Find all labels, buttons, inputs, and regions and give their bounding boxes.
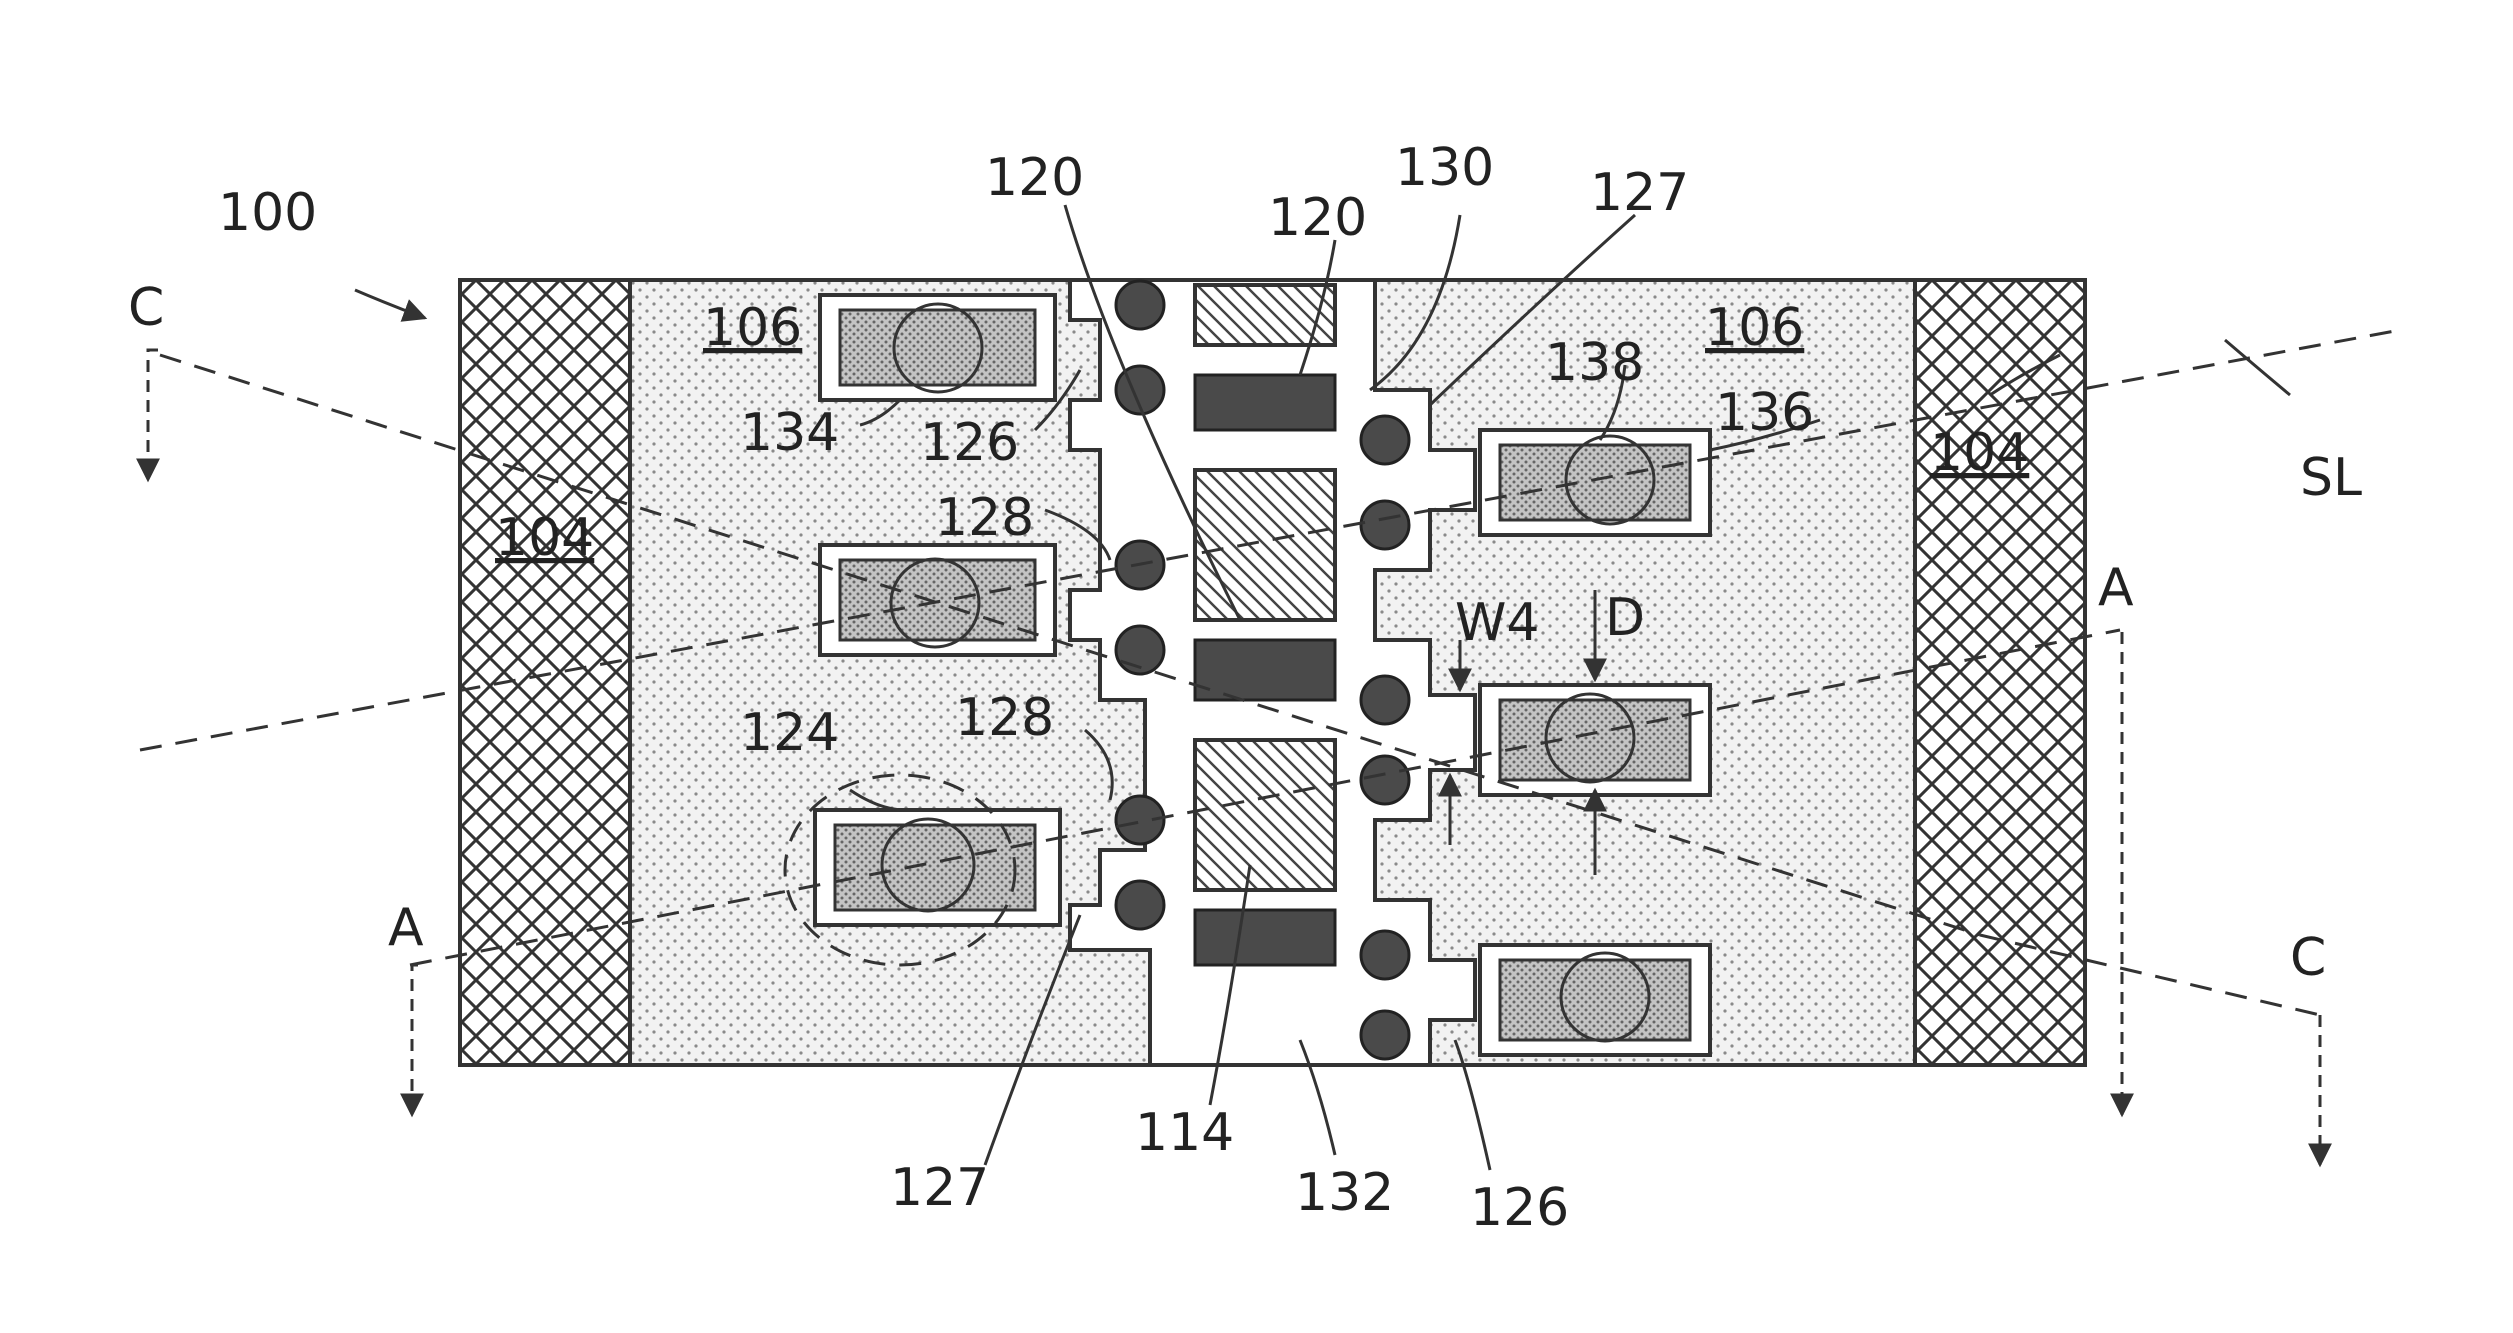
label-recess-bottom: 126 [1470, 1178, 1569, 1238]
label-depth: D [1605, 588, 1645, 648]
center-blocks [1195, 285, 1335, 965]
pads-left [815, 295, 1060, 925]
label-isolation: 114 [1135, 1103, 1234, 1163]
label-region-right: 106 [1705, 298, 1804, 358]
label-device: 100 [218, 183, 317, 243]
label-gate: 130 [1395, 138, 1494, 198]
label-section-a-right: A [2098, 558, 2134, 618]
substrate-left [460, 280, 630, 1065]
label-channel: 132 [1295, 1163, 1394, 1223]
label-fin-top: 120 [985, 148, 1084, 208]
label-contact-138: 138 [1545, 333, 1644, 393]
label-contact-circle: 124 [740, 703, 839, 763]
label-width: W4 [1455, 593, 1540, 653]
label-recess-top: 126 [920, 413, 1019, 473]
label-via-upper: 128 [935, 488, 1034, 548]
label-via-lower: 128 [955, 688, 1054, 748]
label-scribe-line: SL [2300, 448, 2362, 508]
substrate-right [1915, 280, 2085, 1065]
label-section-c-left: C [128, 278, 164, 338]
label-fin-mid: 120 [1268, 188, 1367, 248]
label-substrate-right: 104 [1930, 423, 2029, 483]
label-contact-134: 134 [740, 403, 839, 463]
label-section-c-right: C [2290, 928, 2326, 988]
label-section-a-left: A [388, 898, 424, 958]
label-region-left: 106 [703, 298, 802, 358]
label-substrate-left: 104 [495, 508, 594, 568]
label-contact-136: 136 [1715, 383, 1814, 443]
label-spacer-bottom: 127 [890, 1158, 989, 1218]
pads-right [1480, 430, 1710, 1055]
label-spacer-top: 127 [1590, 163, 1689, 223]
